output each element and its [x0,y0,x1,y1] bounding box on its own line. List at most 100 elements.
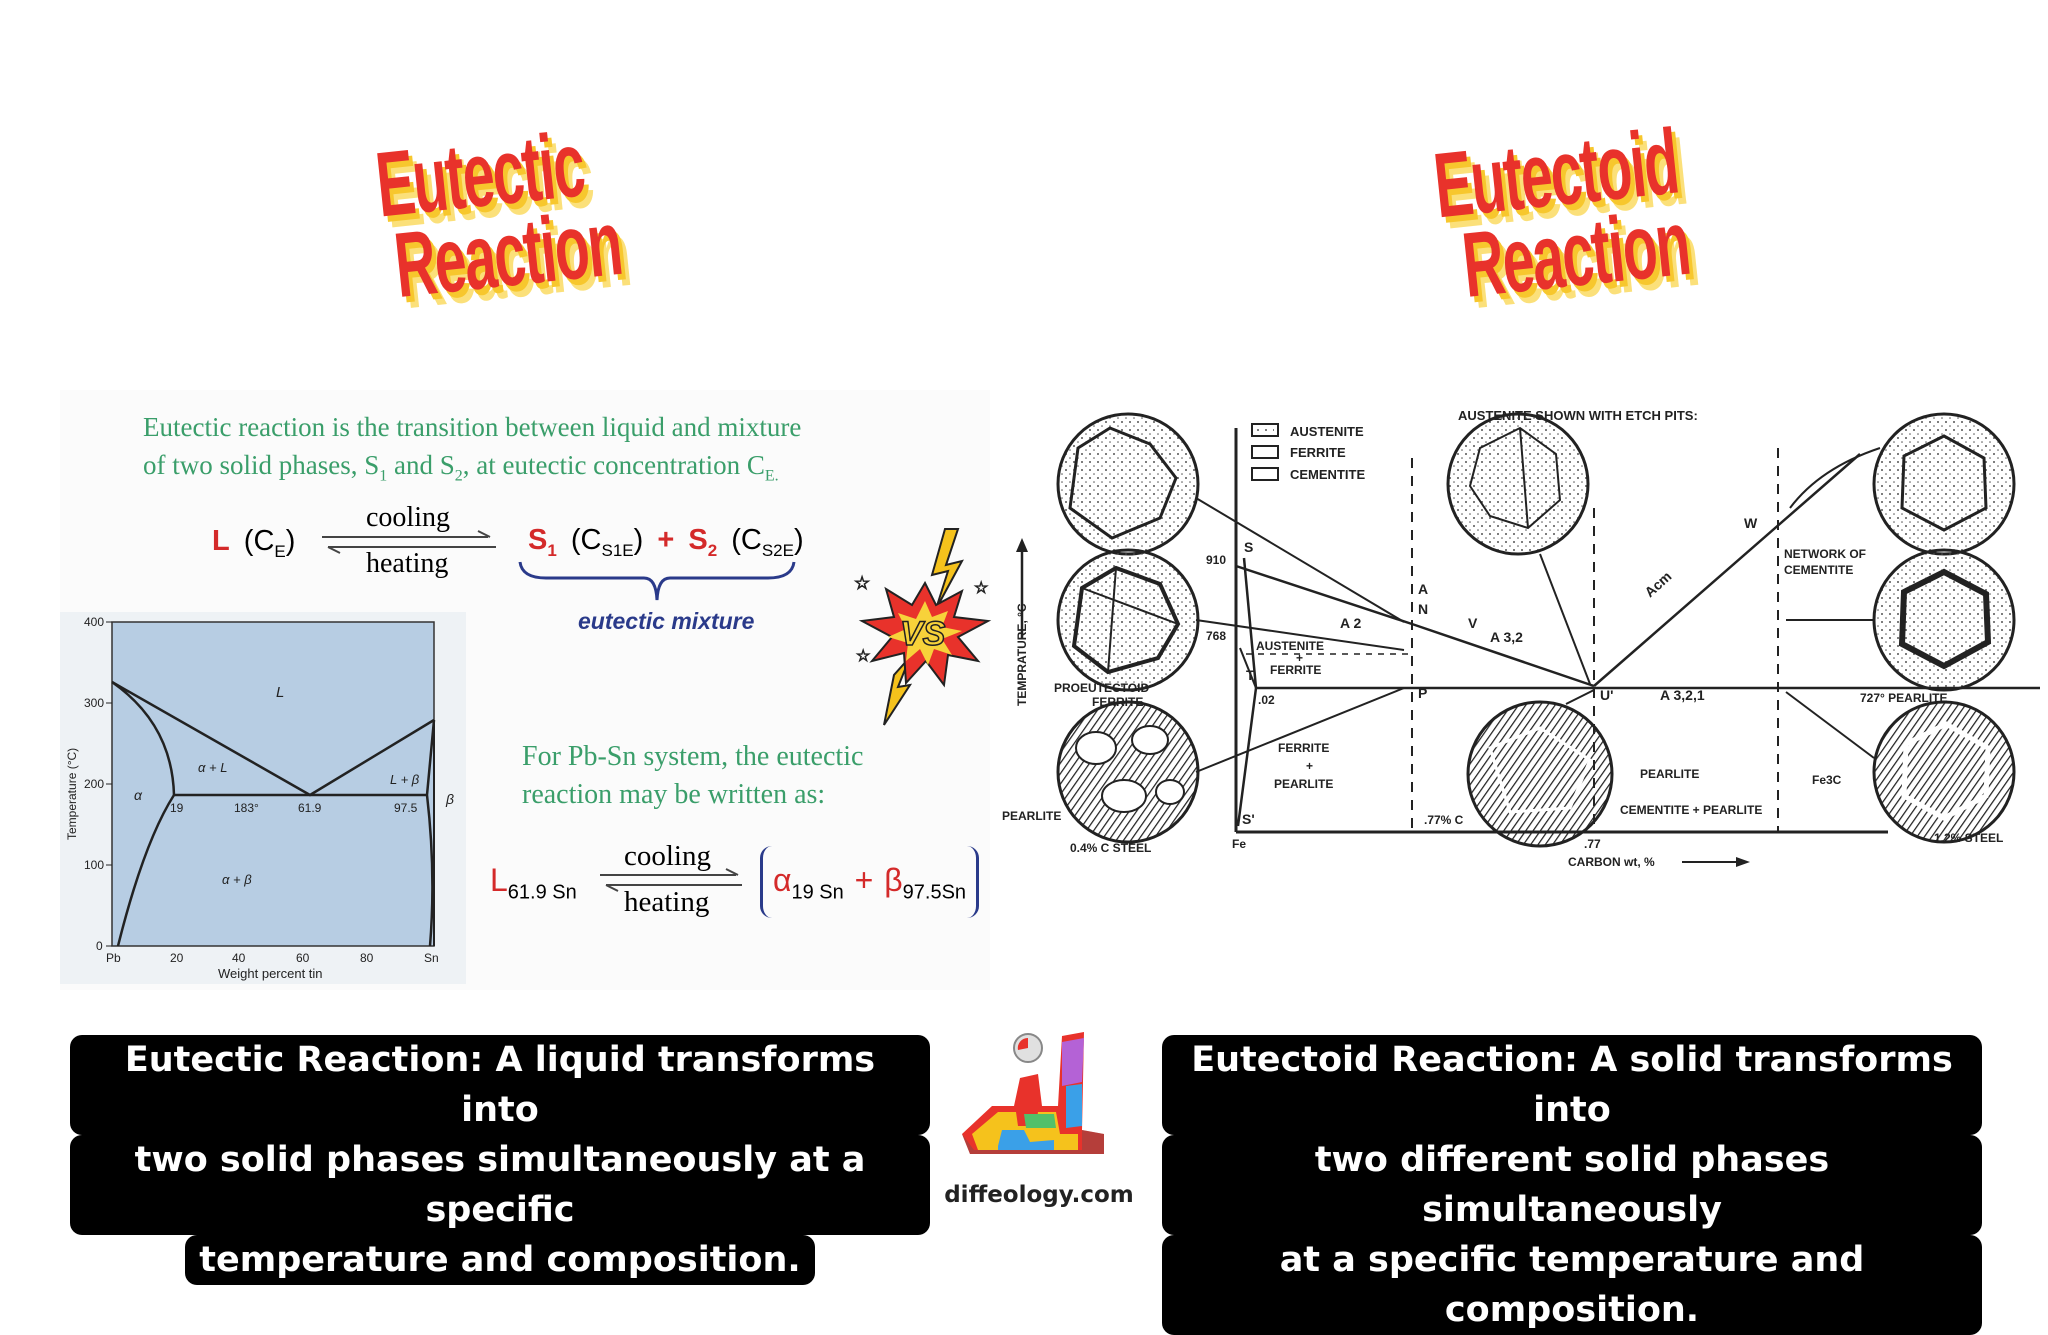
label-S-prime: S' [1242,811,1255,827]
label-02: .02 [1258,693,1275,707]
label-proeutectoid-2: FERRITE [1092,695,1143,709]
region-alpha: α [134,787,143,803]
label-077c: .77% C [1424,813,1464,827]
xtick-60: 60 [296,951,310,965]
region-beta: β [445,791,454,807]
label-ferrite-pearlite-3: PEARLITE [1274,777,1333,791]
eutectoid-caption: Eutectoid Reaction: A solid transforms i… [1162,1035,1982,1335]
label-cementite-pearlite: CEMENTITE + PEARLITE [1620,803,1762,817]
label-pearlite-left: PEARLITE [1002,809,1061,823]
svg-text:☆: ☆ [854,573,870,593]
micrograph-pearlite [1466,700,1614,848]
label-U: U' [1600,687,1613,703]
micrograph-austenite-right [1872,412,2016,556]
eutectic-caption-line3: temperature and composition. [185,1235,815,1285]
label-768: 768 [1206,629,1226,643]
ytick-100: 100 [84,858,104,872]
pbsn-phase-diagram: 400 300 200 100 0 Temperature (°C) Pb 20… [60,612,466,984]
region-L-beta: L + β [390,772,420,787]
pbsn-intro-line2: reaction may be written as: [522,779,826,810]
eutectoid-title-line2: Reaction [1457,191,1694,317]
cooling-label-1: cooling [366,502,450,533]
label-steel-12: 1.2% STEEL [1934,831,2003,845]
label-Fe: Fe [1232,837,1246,851]
definition-line2: of two solid phases, S1 and S2, at eutec… [143,450,779,485]
label-077: .77 [1584,837,1601,851]
pbsn-equation-right: α19 Sn + β97.5Sn [760,846,980,918]
xtick-20: 20 [170,951,184,965]
vs-text: VS [900,615,946,653]
label-fe3c: Fe3C [1812,773,1842,787]
eutectic-mixture-label: eutectic mixture [578,608,755,634]
label-austenite-ferrite-3: FERRITE [1270,663,1321,677]
svg-text:☆: ☆ [856,648,870,665]
label-proeutectoid-1: PROEUTECTOID [1054,681,1149,695]
pbsn-intro-line1: For Pb-Sn system, the eutectic [522,741,864,772]
definition-line1: Eutectic reaction is the transition betw… [143,412,802,442]
label-727: 727° PEARLITE [1860,691,1948,705]
pbsn-intro: For Pb-Sn system, the eutectic reaction … [522,738,863,814]
label-ferrite-pearlite-2: + [1306,759,1313,773]
diffeology-logo [962,1032,1104,1154]
label-V: V [1468,615,1478,631]
eutectic-title-line2: Reaction [389,191,626,318]
label-steel-04: 0.4% C STEEL [1070,841,1151,855]
micrograph-austenite-left [1056,412,1200,556]
label-T: T [1246,667,1255,683]
region-alpha-beta: α + β [222,872,252,887]
xtick-80: 80 [360,951,374,965]
label-183: 183° [234,801,259,815]
eutectic-caption-line2: two solid phases simultaneously at a spe… [70,1135,930,1235]
svg-text:☆: ☆ [974,580,988,597]
label-austenite-ferrite-1: AUSTENITE [1256,639,1324,653]
eutectic-mixture-brace [518,561,796,601]
legend: AUSTENITE FERRITE CEMENTITE [1251,423,1365,482]
ytick-200: 200 [84,777,104,791]
plot-area [111,621,435,947]
micrograph-cementite-network [1872,548,2016,692]
label-A32: A 3,2 [1490,629,1523,645]
label-N: N [1418,601,1428,617]
label-P: P [1418,685,1427,701]
brand-url[interactable]: diffeology.com [944,1182,1134,1208]
fe-c-phase-diagram: AUSTENITE FERRITE CEMENTITE AUSTENITE SH… [1000,388,2048,876]
micrograph-ferrite-pearlite [1056,700,1200,844]
label-network-2: CEMENTITE [1784,563,1853,577]
x-axis-label: CARBON wt, % [1568,855,1655,869]
x-axis-label: Weight percent tin [218,966,323,981]
eutectic-equation-right: S1 (CS1E) + S2 (CS2E) [528,524,804,560]
lightning-top [930,528,964,610]
y-axis: 400 300 200 100 0 [84,615,112,953]
label-W: W [1744,515,1758,531]
ytick-400: 400 [84,615,104,629]
label-pearlite-mid: PEARLITE [1640,767,1699,781]
legend-ferrite: FERRITE [1290,445,1346,460]
heating-label-2: heating [624,886,710,918]
legend-cementite: CEMENTITE [1290,467,1365,482]
eutectic-title: Eutectic Reaction [371,106,762,318]
label-S: S [1244,539,1253,555]
y-axis-label: TEMPRATURE, °C [1015,603,1029,706]
eutectoid-caption-line2: two different solid phases simultaneousl… [1162,1135,1982,1235]
y-axis-label: Temperature (°C) [65,748,79,840]
region-alpha-L: α + L [198,760,227,775]
micrograph-austenite-top [1446,412,1590,556]
equilibrium-arrows-2 [600,868,742,892]
eutectoid-title: Eutectoid Reaction [1429,105,1838,317]
ytick-0: 0 [96,939,103,953]
label-910: 910 [1206,553,1226,567]
micrograph-cementite-pearlite [1872,700,2016,844]
label-ferrite-pearlite-1: FERRITE [1278,741,1329,755]
micrograph-austenite-ferrite [1056,548,1200,692]
heating-label-1: heating [366,548,449,579]
x-axis: Pb 20 40 60 80 Sn [106,951,439,965]
cooling-label-2: cooling [624,840,711,872]
xtick-pb: Pb [106,951,121,965]
label-A321: A 3,2,1 [1660,687,1705,703]
eutectic-caption: Eutectic Reaction: A liquid transforms i… [70,1035,930,1285]
equilibrium-arrows-1 [322,530,496,554]
eutectic-definition: Eutectic reaction is the transition betw… [143,408,801,495]
xtick-40: 40 [232,951,246,965]
eutectoid-caption-line3: at a specific temperature and compositio… [1162,1235,1982,1335]
label-austenite-ferrite-2: + [1296,651,1303,665]
